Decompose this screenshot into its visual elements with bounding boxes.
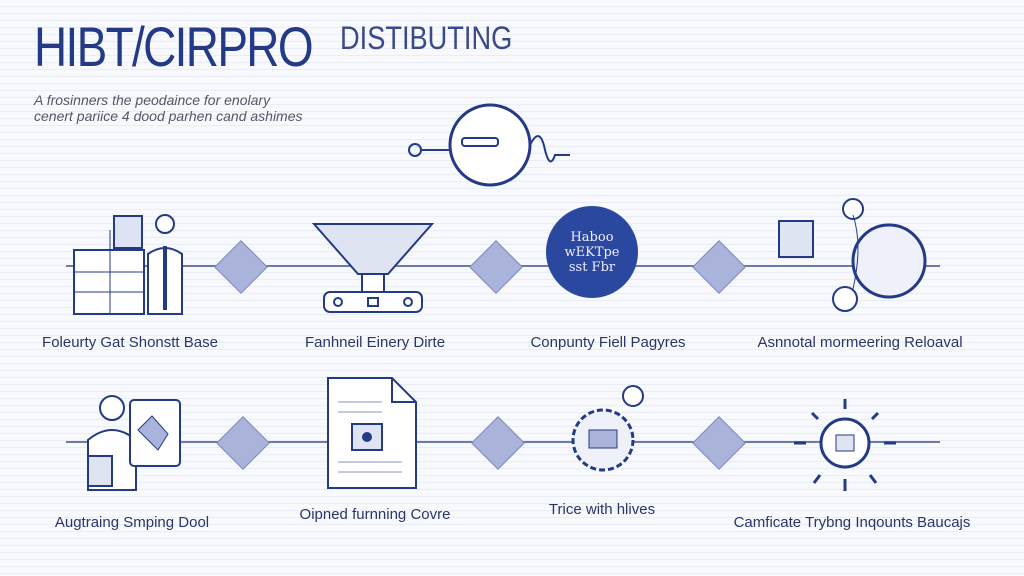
worker-icon	[87, 395, 181, 491]
funnel-icon	[311, 223, 435, 313]
circle-text: sst Fbr	[568, 259, 616, 275]
step-diamond	[214, 240, 268, 294]
highlight-circle[interactable]: Haboo wEKTpe sst Fbr	[546, 206, 638, 298]
step-label: Camficate Trybng Inqounts Baucajs	[733, 514, 971, 531]
step-diamond	[469, 240, 523, 294]
step-label: Fanhneil Einery Dirte	[304, 334, 446, 351]
page-title: HIBT/CIRPRO	[34, 14, 373, 79]
step-label: Asnnotal mormeering Reloaval	[757, 334, 963, 351]
lightbulb-icon	[794, 399, 896, 491]
scope-icon	[571, 385, 644, 472]
title-sub: DISTIBUTING	[340, 20, 513, 56]
description-line: cenert pariice 4 dood parhen cand ashime…	[34, 108, 303, 124]
step-diamond	[471, 416, 525, 470]
step-diamond	[692, 416, 746, 470]
warehouse-person-icon	[73, 214, 183, 315]
description-line: A frosinners the peodaince for enolary	[34, 92, 271, 108]
circle-text: wEKTpe	[564, 244, 620, 260]
document-icon	[327, 377, 417, 489]
step-label: Foleurty Gat Shonstt Base	[42, 334, 218, 351]
globe-box-icon	[778, 198, 927, 312]
step-label: Augtraing Smping Dool	[54, 514, 210, 531]
circle-text: Haboo	[570, 229, 614, 245]
step-label: Oipned furnning Covre	[299, 506, 451, 523]
step-diamond	[216, 416, 270, 470]
description: A frosinners the peodaince for enolary c…	[34, 92, 303, 124]
title-main: HIBT/CIRPRO	[34, 15, 314, 78]
gauge-icon	[408, 103, 570, 187]
step-label: Conpunty Fiell Pagyres	[530, 334, 686, 351]
step-diamond	[692, 240, 746, 294]
step-label: Trice with hlives	[548, 501, 656, 518]
